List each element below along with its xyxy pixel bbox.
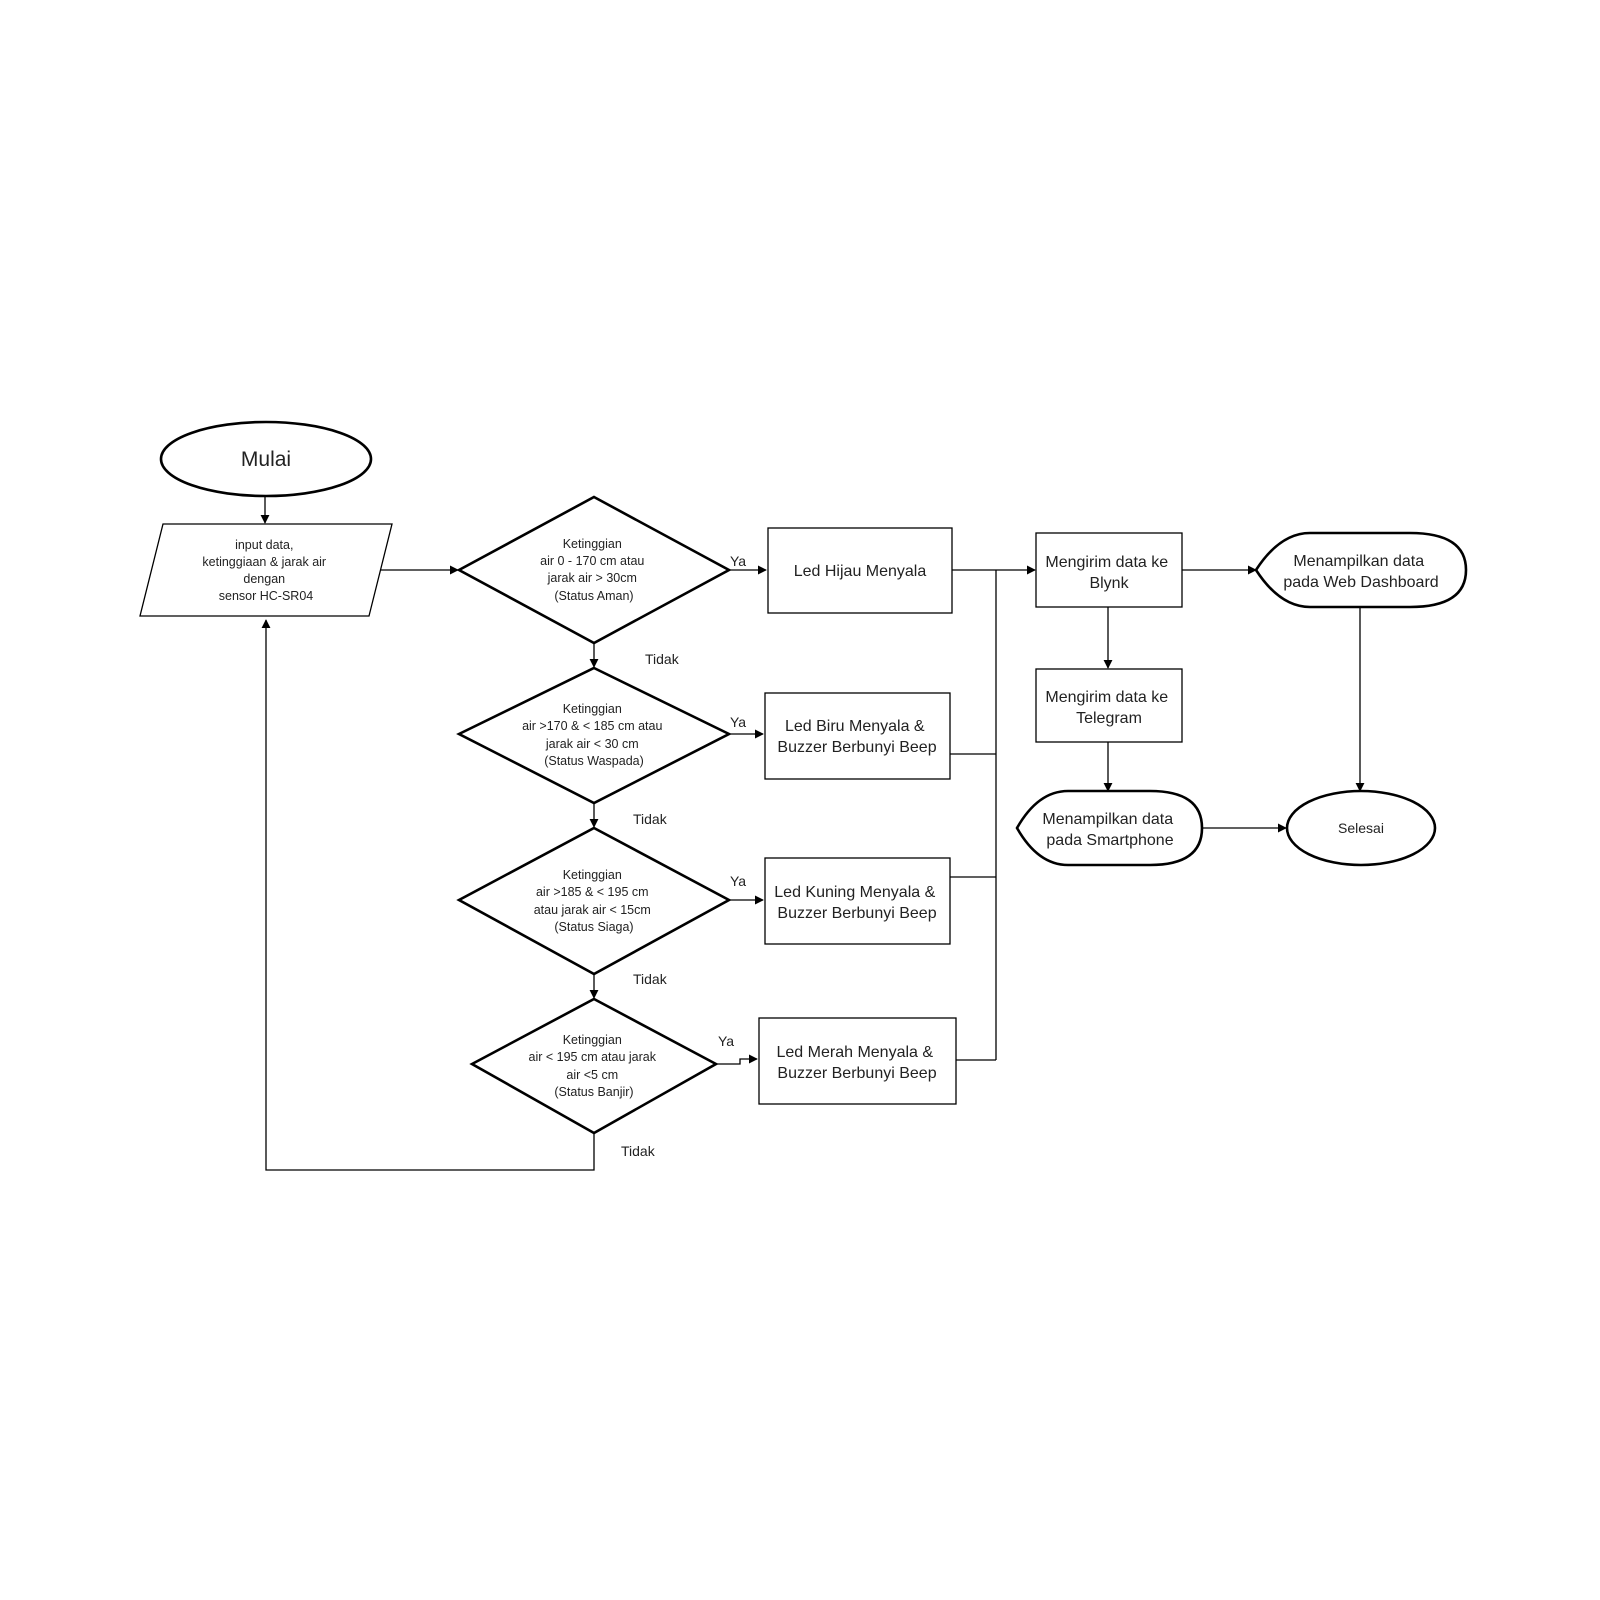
end-node: Selesai	[1285, 789, 1437, 867]
svg-text:Mengirim data ke Blynk: Mengirim data ke Blynk	[1045, 554, 1172, 592]
action-3-line-1: Led Kuning Menyala &	[774, 884, 935, 901]
svg-text:Ketinggian air 0 - 170 c: Ketinggian air 0 - 170 cm atau jarak air…	[540, 537, 648, 603]
web-line-2: pada Web Dashboard	[1283, 574, 1438, 591]
svg-text:Menampilkan data pada Sm: Menampilkan data pada Smartphone	[1042, 811, 1177, 849]
decision-1-line-1: Ketinggian	[563, 537, 622, 551]
decision-status-aman: Ketinggian air 0 - 170 cm atau jarak air…	[456, 495, 746, 667]
action-4-line-2: Buzzer Berbunyi Beep	[777, 1065, 936, 1082]
web-line-1: Menampilkan data	[1293, 553, 1424, 570]
edge-decision-4-no-loop	[261, 619, 595, 1171]
phone-line-2: pada Smartphone	[1046, 832, 1173, 849]
decision-status-banjir: Ketinggian air < 195 cm atau jarak air <…	[469, 997, 734, 1159]
decision-4-line-1: Ketinggian	[563, 1033, 622, 1047]
svg-text:Menampilkan data pada We: Menampilkan data pada Web Dashboard	[1283, 553, 1438, 591]
input-line-1: input data,	[235, 538, 293, 552]
connectors	[260, 496, 1365, 1171]
telegram-line-2: Telegram	[1076, 710, 1142, 727]
end-label: Selesai	[1338, 820, 1384, 836]
action-3-line-2: Buzzer Berbunyi Beep	[777, 905, 936, 922]
action-led-kuning: Led Kuning Menyala & Buzzer Berbunyi Bee…	[764, 857, 951, 945]
svg-text:Ketinggian air >185 & <: Ketinggian air >185 & < 195 cm atau jara…	[534, 868, 655, 934]
edge-decision-4-yes	[716, 1054, 758, 1065]
start-node: Mulai	[159, 420, 373, 498]
action-2-line-1: Led Biru Menyala &	[785, 718, 925, 735]
decision-4-yes-label: Ya	[718, 1033, 734, 1049]
svg-text:Led Kuning Menyala & Buz: Led Kuning Menyala & Buzzer Berbunyi Bee…	[774, 884, 939, 922]
decision-1-line-3: jarak air > 30cm	[547, 571, 637, 585]
phone-line-1: Menampilkan data	[1042, 811, 1173, 828]
decision-3-line-3: atau jarak air < 15cm	[534, 903, 651, 917]
display-smartphone: Menampilkan data pada Smartphone	[1015, 789, 1204, 867]
action-led-hijau: Led Hijau Menyala	[767, 527, 953, 614]
decision-1-no-label: Tidak	[645, 651, 680, 667]
svg-text:Mengirim data ke Telegra: Mengirim data ke Telegram	[1045, 689, 1172, 727]
input-line-2: ketinggiaan & jarak air	[202, 555, 326, 569]
action-led-merah: Led Merah Menyala & Buzzer Berbunyi Beep	[758, 1017, 957, 1105]
decision-4-no-label: Tidak	[621, 1143, 656, 1159]
decision-4-line-4: (Status Banjir)	[554, 1085, 633, 1099]
decision-1-yes-label: Ya	[730, 553, 746, 569]
decision-3-yes-label: Ya	[730, 873, 746, 889]
input-node: input data, ketinggiaan & jarak air deng…	[139, 523, 393, 617]
display-web-dashboard: Menampilkan data pada Web Dashboard	[1254, 531, 1468, 609]
decision-2-no-label: Tidak	[633, 811, 668, 827]
decision-2-yes-label: Ya	[730, 714, 746, 730]
decision-1-line-2: air 0 - 170 cm atau	[540, 554, 644, 568]
decision-status-waspada: Ketinggian air >170 & < 185 cm atau jara…	[456, 666, 746, 827]
svg-text:Led Biru Menyala & Buzze: Led Biru Menyala & Buzzer Berbunyi Beep	[777, 718, 936, 756]
decision-2-line-2: air >170 & < 185 cm atau	[522, 719, 662, 733]
process-send-telegram: Mengirim data ke Telegram	[1035, 668, 1183, 743]
decision-3-line-1: Ketinggian	[563, 868, 622, 882]
decision-3-line-2: air >185 & < 195 cm	[536, 885, 649, 899]
decision-3-line-4: (Status Siaga)	[554, 920, 633, 934]
svg-text:Ketinggian air >170 & <: Ketinggian air >170 & < 185 cm atau jara…	[522, 702, 666, 768]
svg-text:input data, ketinggiaan: input data, ketinggiaan & jarak air deng…	[202, 538, 329, 603]
svg-text:Led Merah Menyala & Buzz: Led Merah Menyala & Buzzer Berbunyi Beep	[777, 1044, 938, 1082]
decision-3-no-label: Tidak	[633, 971, 668, 987]
blynk-line-1: Mengirim data ke	[1045, 554, 1168, 571]
decision-4-line-3: air <5 cm	[566, 1068, 618, 1082]
process-send-blynk: Mengirim data ke Blynk	[1035, 532, 1183, 608]
decision-1-line-4: (Status Aman)	[554, 589, 633, 603]
decision-status-siaga: Ketinggian air >185 & < 195 cm atau jara…	[456, 826, 746, 987]
action-led-biru: Led Biru Menyala & Buzzer Berbunyi Beep	[764, 692, 951, 780]
svg-text:Ketinggian air < 195 cm: Ketinggian air < 195 cm atau jarak air <…	[529, 1033, 660, 1099]
input-line-4: sensor HC-SR04	[219, 589, 314, 603]
decision-2-line-4: (Status Waspada)	[544, 754, 644, 768]
start-label: Mulai	[241, 448, 291, 471]
action-1-line-1: Led Hijau Menyala	[794, 563, 927, 580]
input-line-3: dengan	[243, 572, 285, 586]
decision-2-line-1: Ketinggian	[563, 702, 622, 716]
telegram-line-1: Mengirim data ke	[1045, 689, 1168, 706]
decision-2-line-3: jarak air < 30 cm	[545, 737, 639, 751]
blynk-line-2: Blynk	[1089, 575, 1129, 592]
action-2-line-2: Buzzer Berbunyi Beep	[777, 739, 936, 756]
decision-4-line-2: air < 195 cm atau jarak	[529, 1050, 657, 1064]
action-4-line-1: Led Merah Menyala &	[777, 1044, 934, 1061]
